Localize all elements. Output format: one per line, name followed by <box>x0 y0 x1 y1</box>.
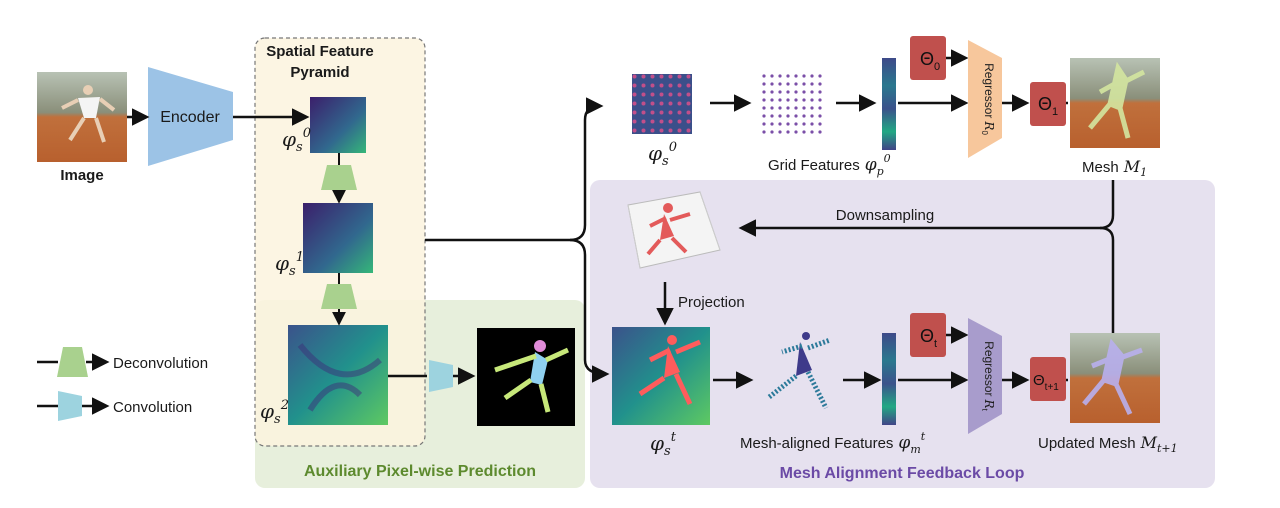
conv-block-aux <box>429 360 453 392</box>
theta-t1-label: Θt+1 <box>1033 372 1059 393</box>
mesh-m1-image <box>1070 58 1160 148</box>
theta1-box <box>1030 82 1066 126</box>
regressor-t-label: RegressorRt <box>980 341 996 411</box>
pyramid-title-2: Pyramid <box>290 64 349 81</box>
theta0-box <box>910 36 946 80</box>
loop-title: Mesh Alignment Feedback Loop <box>780 465 1025 482</box>
input-image <box>37 72 127 162</box>
feature-map-0 <box>310 97 366 153</box>
regressor0-label: RegressorR0 <box>980 63 996 135</box>
image-label: Image <box>60 167 103 184</box>
feature-map-1 <box>303 203 373 273</box>
mesh-aligned-vector <box>882 333 896 425</box>
theta-t-label: Θt <box>920 326 937 350</box>
grid-feature-vector <box>882 58 896 150</box>
updated-mesh-image <box>1070 333 1160 423</box>
pyramid-title-1: Spatial Feature <box>266 43 374 60</box>
dense-correspondence-output <box>477 328 575 426</box>
encoder-block <box>148 67 233 166</box>
theta-t-box <box>910 313 946 357</box>
loop-region <box>590 180 1215 488</box>
projection-label: Projection <box>678 294 745 311</box>
aux-title: Auxiliary Pixel-wise Prediction <box>304 463 536 480</box>
mesh-aligned-points <box>766 332 831 410</box>
grid-features <box>762 74 824 136</box>
downsampling-label: Downsampling <box>836 207 934 224</box>
theta0-label: Θ0 <box>920 49 940 73</box>
loop-phi-st-label: φst <box>650 430 677 459</box>
theta1-label: Θ1 <box>1038 94 1058 118</box>
deconv-block-1 <box>321 165 357 190</box>
deconv-block-2 <box>321 284 357 309</box>
legend-deconv-label: Deconvolution <box>113 355 208 372</box>
top-phi-s0-label: φs0 <box>648 140 677 169</box>
3d-mesh-points <box>627 191 721 269</box>
top-feature-map <box>632 74 692 134</box>
phi-s2-label: φs2 <box>260 398 289 427</box>
encoder-label: Encoder <box>160 109 220 126</box>
phi-s1-label: φs1 <box>275 250 304 279</box>
phi-s0-label: φs0 <box>282 126 311 155</box>
legend-deconv-icon <box>57 347 88 377</box>
regressor0-block <box>968 40 1002 158</box>
legend-conv-icon <box>58 391 82 421</box>
legend-conv-label: Convolution <box>113 399 192 416</box>
regressor-t-block <box>968 318 1002 434</box>
projected-points <box>638 335 701 406</box>
theta-t1-box <box>1030 357 1066 401</box>
